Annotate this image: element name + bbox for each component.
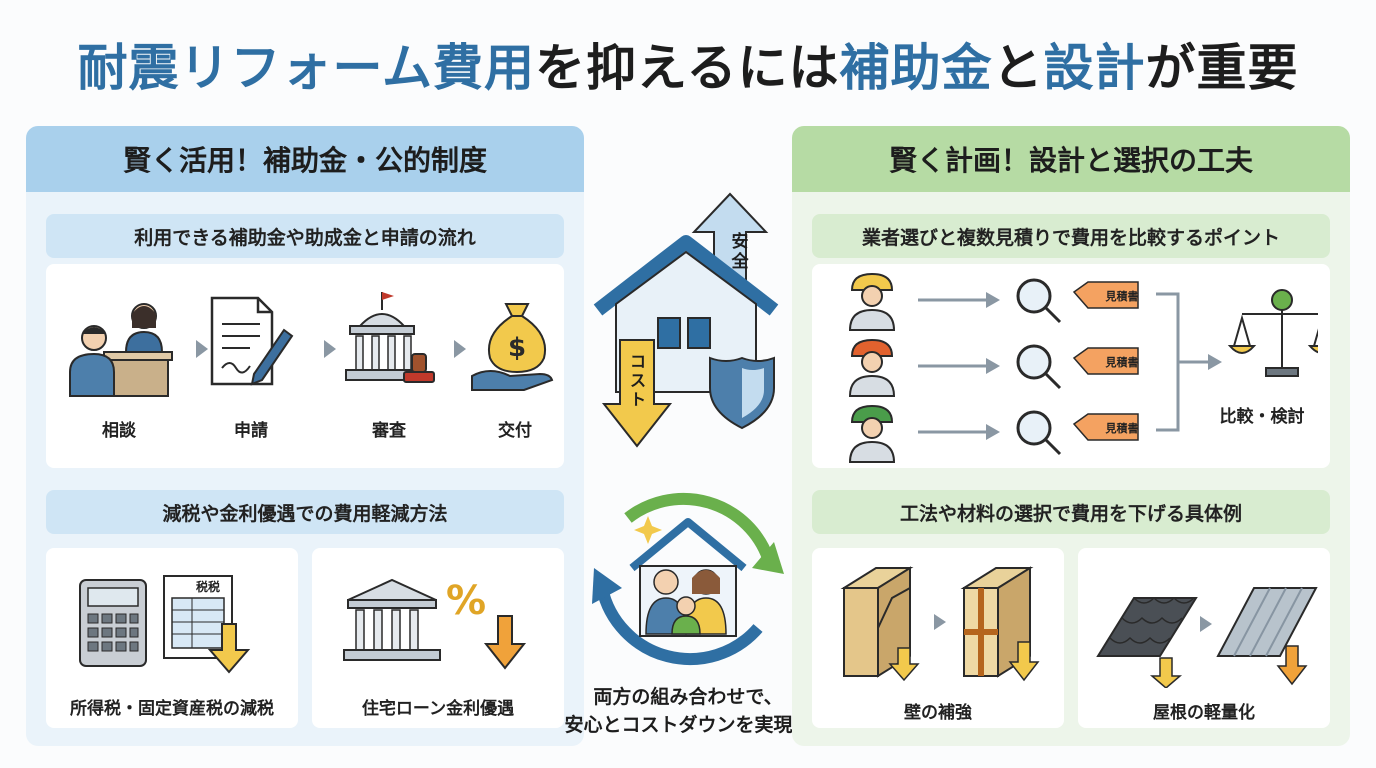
page-title: 耐震リフォーム費用を抑えるには補助金と設計が重要 <box>0 28 1376 100</box>
loan-rate-label: 住宅ローン金利優遇 <box>361 699 515 719</box>
quote-tag-label: 見積書 <box>1105 356 1139 369</box>
title-highlight-design: 設計 <box>1043 39 1146 97</box>
title-text-and: と <box>992 39 1044 97</box>
bank-rate-down-icon <box>343 578 527 670</box>
step-consultation-label: 相談 <box>102 421 136 441</box>
roof-lightening-label: 屋根の軽量化 <box>1153 703 1255 723</box>
center-caption-line2: 安心とコストダウンを実現！ <box>564 714 812 736</box>
loan-rate-card: % 住宅ローン金利優遇 <box>312 548 564 728</box>
cost-label: コスト <box>629 352 646 409</box>
consultation-icon <box>69 303 173 397</box>
design-panel: 賢く計画！設計と選択の工夫 業者選びと複数見積りで費用を比較するポイント <box>792 126 1350 746</box>
subsidy-flow-heading: 利用できる補助金や助成金と申請の流れ <box>46 214 564 258</box>
flow-arrow-icon <box>324 340 336 358</box>
subsidy-panel-heading: 賢く活用！補助金・公的制度 <box>26 126 584 192</box>
design-panel-heading: 賢く計画！設計と選択の工夫 <box>792 126 1350 192</box>
percent-symbol: % <box>446 578 487 624</box>
method-material-heading: 工法や材料の選択で費用を下げる具体例 <box>812 490 1330 534</box>
calculator-tax-icon <box>79 575 251 674</box>
quote-comparison-card: 見積書 見積書 見積書 比較・検討 <box>812 264 1330 468</box>
tax-reduction-label: 所得税・固定資産税の減税 <box>70 699 274 719</box>
flow-arrow-icon <box>454 340 466 358</box>
money-bag-icon: $ <box>471 303 554 391</box>
title-highlight-cost: 耐震リフォーム費用 <box>77 39 535 97</box>
government-building-icon <box>345 292 435 383</box>
quote-comparison-heading: 業者選びと複数見積りで費用を比較するポイント <box>812 214 1330 258</box>
center-caption-line1: 両方の組み合わせで、 <box>593 686 783 708</box>
safety-label: 安全 <box>731 232 749 272</box>
roof-lightening-card: 屋根の軽量化 <box>1078 548 1330 728</box>
quote-tag-label: 見積書 <box>1105 290 1139 303</box>
roof-lightening-icon <box>1096 587 1318 688</box>
tax-reduction-card: 税税 所得税・固定資産税の減税 <box>46 548 298 728</box>
quote-tag-label: 見積書 <box>1105 422 1139 435</box>
wall-reinforcement-label: 壁の補強 <box>904 703 972 723</box>
step-review-label: 審査 <box>372 421 406 441</box>
flow-arrow-icon <box>196 340 208 358</box>
title-highlight-subsidy: 補助金 <box>839 39 993 97</box>
step-application-label: 申請 <box>234 421 268 441</box>
house-safety-cost-icon <box>593 192 779 448</box>
cycle-family-house-icon <box>592 492 784 666</box>
step-grant-label: 交付 <box>498 421 532 441</box>
application-document-icon <box>210 296 294 386</box>
wall-reinforcement-card: 壁の補強 <box>812 548 1064 728</box>
center-caption: 両方の組み合わせで、 安心とコストダウンを実現！ <box>530 683 846 739</box>
title-text: を抑えるには <box>535 39 840 97</box>
svg-text:$: $ <box>508 333 526 363</box>
subsidy-panel: 賢く活用！補助金・公的制度 利用できる補助金や助成金と申請の流れ <box>26 126 584 746</box>
tax-benefit-heading: 減税や金利優遇での費用軽減方法 <box>46 490 564 534</box>
contractor-quote-diagram-icon <box>848 272 1318 463</box>
subsidy-flow-card: $ 相談 申請 審査 交付 <box>46 264 564 468</box>
compare-result-label: 比較・検討 <box>1219 407 1305 427</box>
tax-document-label: 税税 <box>195 580 220 594</box>
wall-reinforcement-icon <box>840 566 1040 682</box>
title-text-important: が重要 <box>1145 39 1299 97</box>
